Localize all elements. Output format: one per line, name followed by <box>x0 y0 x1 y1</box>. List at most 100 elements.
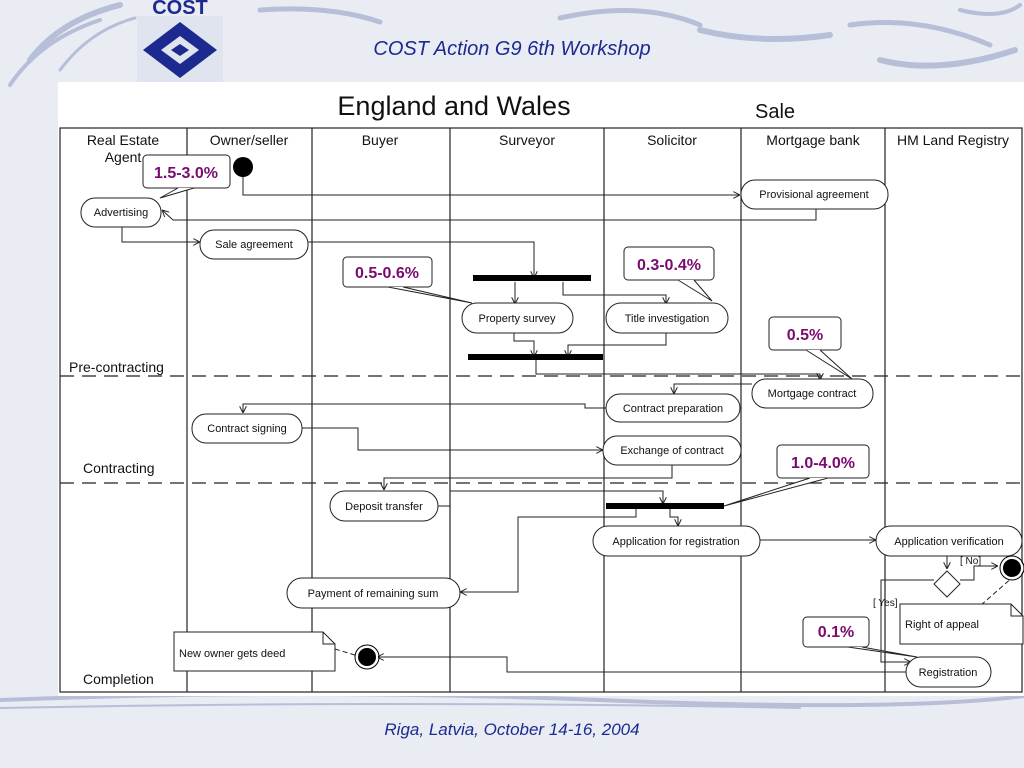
logo-text: COST <box>152 0 208 19</box>
callout-tail-1 <box>159 187 195 199</box>
decision-diamond <box>933 570 961 598</box>
callout-tail-5 <box>723 477 829 507</box>
activity-mortgage-contract-label: Mortgage contract <box>768 388 857 400</box>
flow-registration-to-end <box>377 657 908 673</box>
activity-exchange-label: Exchange of contract <box>620 445 723 457</box>
guard-no: [ No] <box>960 556 981 567</box>
flow-sale-to-fork <box>308 241 534 278</box>
join-bar-survey <box>468 354 603 360</box>
phase-label-pre: Pre-contracting <box>69 359 164 375</box>
flow-fork-to-title <box>562 282 666 304</box>
flow-signing-to-exchange <box>302 427 603 450</box>
appeal-end-node <box>1001 557 1023 579</box>
activity-sale-agreement <box>199 229 309 260</box>
note-new-owner-fold <box>322 632 335 645</box>
activity-exchange-of-contract <box>602 435 742 466</box>
note-anchor-appeal <box>980 576 1014 606</box>
lane-header-owner: Owner/seller <box>210 132 289 148</box>
lane-header-buyer: Buyer <box>362 132 399 148</box>
callout-tail-4 <box>805 349 853 380</box>
activity-advertising <box>80 197 162 228</box>
activity-title-investigation <box>605 302 729 334</box>
activity-property-survey <box>461 302 574 334</box>
cost-logo: COST <box>137 0 223 84</box>
note-new-owner-text: New owner gets deed <box>179 648 285 660</box>
swimlane-frame <box>59 127 1023 693</box>
activity-diagram: England and Wales Sale Real Estate Agent… <box>58 82 1024 696</box>
flow-fork-to-application <box>669 507 678 526</box>
activity-application-verification-label: Application verification <box>894 536 1003 548</box>
diagram-subtitle: Sale <box>755 101 795 123</box>
flow-survey-to-join <box>513 330 534 357</box>
activity-application-registration-label: Application for registration <box>612 536 739 548</box>
flow-advertising-to-sale <box>121 226 200 242</box>
note-new-owner <box>173 631 336 672</box>
flow-title-to-join <box>568 330 667 357</box>
callout-box-2 <box>342 256 433 288</box>
lane-header-solicitor: Solicitor <box>647 132 697 148</box>
note-right-of-appeal-text: Right of appeal <box>905 619 979 631</box>
flow-fork-to-payment <box>460 507 637 592</box>
lane-header-registry: HM Land Registry <box>897 132 1009 148</box>
lane-header-mortgage: Mortgage bank <box>766 132 860 148</box>
callout-text-5: 1.0-4.0% <box>791 455 855 472</box>
footer-text: Riga, Latvia, October 14-16, 2004 <box>384 720 640 739</box>
activity-provisional-label: Provisional agreement <box>759 189 868 201</box>
note-right-of-appeal <box>899 603 1024 645</box>
guard-yes: [ Yes] <box>873 598 898 609</box>
flow-preparation-to-signing <box>243 403 606 413</box>
end-node-ring <box>354 644 380 670</box>
logo-mark <box>137 16 223 84</box>
end-node <box>356 646 378 668</box>
activity-mortgage-contract <box>751 378 874 409</box>
activity-contract-signing-label: Contract signing <box>207 423 287 435</box>
flow-exchange-to-deposit <box>384 465 673 490</box>
activity-payment-label: Payment of remaining sum <box>308 588 439 600</box>
callout-tail-3 <box>677 279 713 302</box>
activity-deposit-label: Deposit transfer <box>345 501 423 513</box>
note-right-of-appeal-fold <box>1010 604 1023 617</box>
activity-application-registration <box>592 525 761 557</box>
callout-box-4 <box>768 316 842 351</box>
callout-text-3: 0.3-0.4% <box>637 257 701 274</box>
activity-registration-label: Registration <box>919 667 978 679</box>
activity-contract-signing <box>191 413 303 444</box>
callout-text-2: 0.5-0.6% <box>355 265 419 282</box>
phase-label-completion: Completion <box>83 671 154 687</box>
callout-box-3 <box>623 246 715 281</box>
diagram-title: England and Wales <box>337 91 570 121</box>
fork-bar-completion <box>606 503 724 509</box>
lane-header-surveyor: Surveyor <box>499 132 555 148</box>
callout-text-4: 0.5% <box>787 327 823 344</box>
appeal-end-node-ring <box>999 555 1024 581</box>
flow-join-to-mortgage <box>535 360 820 380</box>
flow-start-to-provisional <box>242 170 740 195</box>
activity-contract-preparation-label: Contract preparation <box>623 403 723 415</box>
activity-advertising-label: Advertising <box>94 207 148 219</box>
flow-mortgage-to-preparation <box>674 383 752 394</box>
activity-title-investigation-label: Title investigation <box>625 313 710 325</box>
activity-deposit-transfer <box>329 490 439 522</box>
flow-deposit-to-fork <box>438 490 663 507</box>
activity-contract-preparation <box>605 393 741 423</box>
callout-box-6 <box>802 616 870 648</box>
callout-text-1: 1.5-3.0% <box>154 165 218 182</box>
lane-header-agent-1: Real Estate <box>87 132 160 148</box>
phase-label-contracting: Contracting <box>83 460 155 476</box>
activity-payment-remaining <box>286 577 461 609</box>
activity-property-survey-label: Property survey <box>478 313 556 325</box>
lane-header-agent-2: Agent <box>105 149 142 165</box>
callout-tail-2 <box>387 286 473 304</box>
activity-application-verification <box>875 525 1023 557</box>
activity-sale-agreement-label: Sale agreement <box>215 239 293 251</box>
note-anchor-new-owner <box>334 648 359 657</box>
start-node <box>233 157 253 177</box>
flow-decision-yes <box>880 579 934 662</box>
fork-bar-survey <box>473 275 591 281</box>
flow-decision-no <box>960 566 998 581</box>
activity-registration <box>905 656 992 688</box>
callout-tail-6 <box>847 646 918 658</box>
activity-provisional-agreement <box>740 179 889 210</box>
callout-text-6: 0.1% <box>818 624 854 641</box>
header-title: COST Action G9 6th Workshop <box>373 38 651 60</box>
